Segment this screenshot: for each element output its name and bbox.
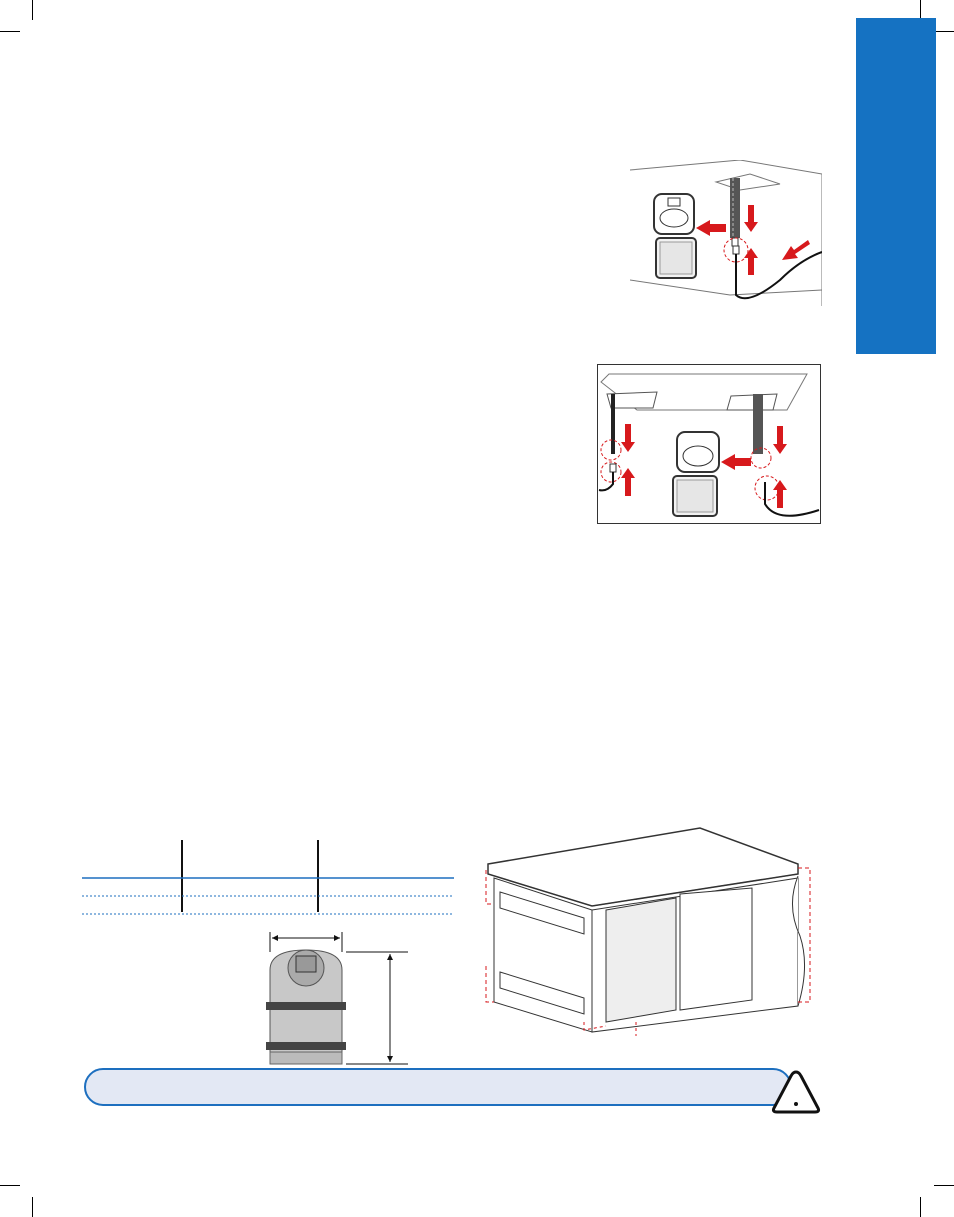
crop-mark (934, 1185, 954, 1186)
crop-mark (920, 1197, 921, 1217)
tank-connection-double (597, 364, 821, 524)
propane-cylinder-dimensions (266, 932, 408, 1065)
crop-mark (934, 31, 954, 32)
side-tab (856, 18, 936, 354)
tank-connection-single (630, 160, 822, 306)
warning-triangle-icon (771, 1070, 821, 1114)
crop-mark (32, 1197, 33, 1217)
warning-note (84, 1068, 792, 1106)
crop-mark (920, 0, 921, 20)
tank-enclosure-cabinet (485, 827, 811, 1036)
crop-mark (32, 0, 33, 20)
crop-mark (0, 1185, 20, 1186)
dimension-table (82, 840, 454, 915)
crop-mark (0, 31, 20, 32)
